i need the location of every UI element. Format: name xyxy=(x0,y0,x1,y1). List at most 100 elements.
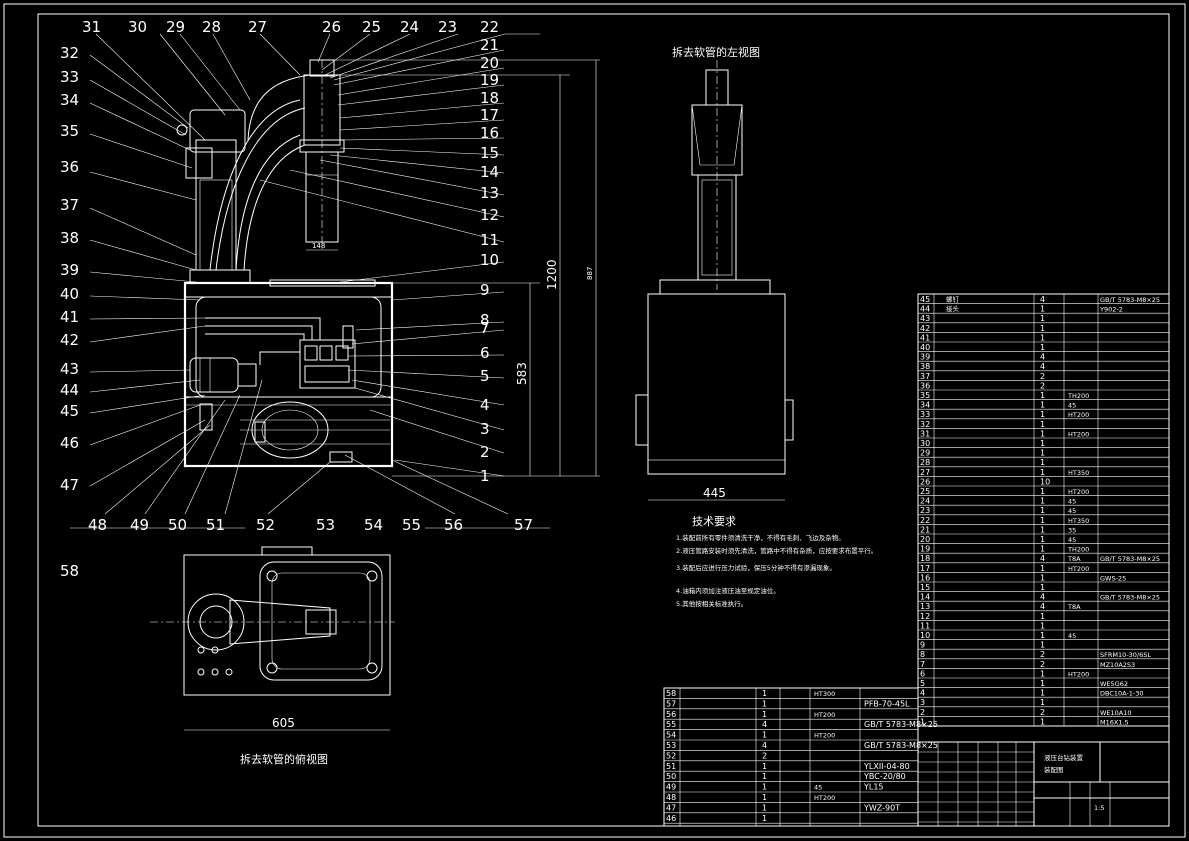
bom-qty: 1 xyxy=(1040,525,1045,534)
dim-depth: 445 xyxy=(703,486,726,500)
bom-no: 18 xyxy=(920,554,930,563)
bom-qty: 1 xyxy=(1040,420,1045,429)
bom-mat: HT200 xyxy=(1068,565,1089,573)
bom-mat: HT200 xyxy=(814,794,835,802)
bom-qty: 1 xyxy=(1040,506,1045,515)
balloon-49: 49 xyxy=(130,516,149,534)
bom-qty: 4 xyxy=(1040,593,1045,602)
bom-qty: 1 xyxy=(1040,641,1045,650)
bom-no: 6 xyxy=(920,669,925,678)
bom-name: 接头 xyxy=(946,304,960,313)
top-view-caption: 拆去软管的俯视图 xyxy=(240,752,328,766)
bom-std: YBC-20/80 xyxy=(863,772,906,781)
bom-qty: 1 xyxy=(1040,468,1045,477)
bom-std: WE10A10 xyxy=(1100,709,1132,717)
bom-no: 46 xyxy=(666,814,676,823)
balloon-44: 44 xyxy=(60,381,79,399)
bom-std: WE5G62 xyxy=(1100,680,1128,688)
balloon-56: 56 xyxy=(444,516,463,534)
bom-no: 15 xyxy=(920,583,930,592)
front-view: 148 583 1200 887 xyxy=(176,59,600,477)
bom-qty: 1 xyxy=(1040,631,1045,640)
bom-no: 25 xyxy=(920,487,930,496)
bom-no: 13 xyxy=(920,602,930,611)
balloon-21: 21 xyxy=(480,36,499,54)
bom-qty: 1 xyxy=(1040,333,1045,342)
bom-no: 57 xyxy=(666,699,676,708)
bom-qty: 1 xyxy=(1040,545,1045,554)
bom-mat: T8A xyxy=(1067,603,1081,611)
balloon-55: 55 xyxy=(402,516,421,534)
bom-mat: HT200 xyxy=(1068,488,1089,496)
bom-no: 5 xyxy=(920,679,925,688)
balloon-6: 6 xyxy=(480,344,490,362)
bom-mat: 45 xyxy=(1068,402,1076,410)
balloon-11: 11 xyxy=(480,231,499,249)
bom-no: 9 xyxy=(920,641,925,650)
balloon-24: 24 xyxy=(400,18,419,36)
technical-requirements: 技术要求 1.装配前所有零件须清洗干净，不得有毛刺、飞边及杂物。 2.液压管路安… xyxy=(676,515,877,608)
balloon-43: 43 xyxy=(60,360,79,378)
bom-qty: 1 xyxy=(1040,564,1045,573)
bom-mat: HT200 xyxy=(1068,430,1089,438)
bom-qty: 1 xyxy=(1040,449,1045,458)
tech-req-item: 5.其他按相关标准执行。 xyxy=(676,599,747,608)
bom-mat: HT350 xyxy=(1068,517,1089,525)
balloon-50: 50 xyxy=(168,516,187,534)
bom-qty: 2 xyxy=(762,751,767,760)
bom-no: 49 xyxy=(666,783,676,792)
bom-qty: 4 xyxy=(1040,362,1045,371)
balloon-40: 40 xyxy=(60,285,79,303)
title-block: 液压台钻装置 装配图 1:5 xyxy=(917,741,1170,827)
bom-qty: 1 xyxy=(1040,410,1045,419)
bom-no: 2 xyxy=(920,708,925,717)
balloon-18: 18 xyxy=(480,89,499,107)
bom-no: 48 xyxy=(666,793,676,802)
bom-std: GB/T 5783-M8×25 xyxy=(1100,594,1160,602)
balloon-41: 41 xyxy=(60,308,79,326)
bom-no: 12 xyxy=(920,612,930,621)
bom-no: 17 xyxy=(920,564,930,573)
bom-qty: 1 xyxy=(1040,497,1045,506)
balloon-10: 10 xyxy=(480,251,499,269)
balloon-51: 51 xyxy=(206,516,225,534)
bom-no: 56 xyxy=(666,710,676,719)
balloon-33: 33 xyxy=(60,68,79,86)
bom-qty: 1 xyxy=(1040,324,1045,333)
balloon-37: 37 xyxy=(60,196,79,214)
balloon-1: 1 xyxy=(480,467,490,485)
bom-no: 22 xyxy=(920,516,930,525)
bom-mat: 35 xyxy=(1068,526,1076,534)
bom-std: DBC10A-1-30 xyxy=(1100,690,1144,698)
bom-no: 50 xyxy=(666,772,676,781)
bom-no: 1 xyxy=(920,717,925,726)
tech-req-item: 2.液压管路安装时须先清洗，管路中不得有杂质，应按要求布置平行。 xyxy=(676,546,877,555)
balloon-58: 58 xyxy=(60,562,79,580)
bom-qty: 1 xyxy=(1040,439,1045,448)
bom-mat: HT300 xyxy=(814,690,835,698)
bom-qty: 2 xyxy=(1040,650,1045,659)
bom-std: YL15 xyxy=(863,783,884,792)
bom-no: 33 xyxy=(920,410,930,419)
balloon-19: 19 xyxy=(480,71,499,89)
bom-mat: 45 xyxy=(1068,536,1076,544)
balloon-32: 32 xyxy=(60,44,79,62)
